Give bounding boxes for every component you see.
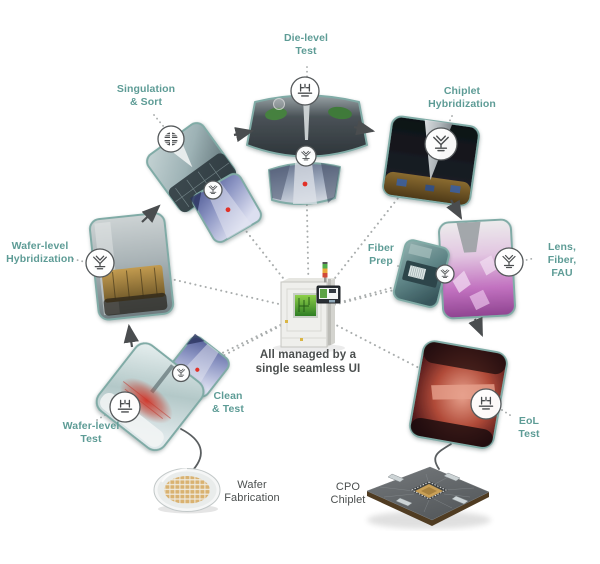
- wafer-to-test-curve: [180, 428, 202, 471]
- probe-tester-icon-eol: [470, 388, 502, 420]
- label-wafer-level-hybridization: Wafer-level Hybridization: [6, 240, 74, 265]
- label-chiplet-hybridization: Chiplet Hybridization: [428, 85, 496, 110]
- image-die-level-test: [246, 94, 368, 158]
- label-die-level-test: Die-level Test: [283, 32, 329, 57]
- bonder-icon-chiplet-hybridization: [424, 127, 458, 161]
- image-die-level-test-secondary: [268, 162, 341, 206]
- bonder-icon-clean-test: [171, 363, 191, 383]
- image-chiplet-hybridization: [382, 115, 480, 207]
- wafer-map-icon: [157, 125, 185, 153]
- probe-tester-icon-die-level: [290, 76, 320, 106]
- wafer-image: [153, 468, 221, 514]
- image-eol-test: [409, 340, 508, 449]
- flow-arrows: [123, 120, 484, 348]
- label-clean-test: Clean & Test: [212, 390, 244, 415]
- bonder-icon-fiber-prep: [435, 264, 455, 284]
- cpo-chiplet-image: [366, 466, 491, 529]
- label-lens-fiber-fau: Lens, Fiber, FAU: [547, 241, 577, 279]
- label-wafer-fabrication: Wafer Fabrication: [224, 479, 280, 504]
- image-wafer-level-hybridization: [88, 212, 175, 321]
- eol-to-chiplet-curve: [434, 443, 452, 470]
- bonder-icon-lens-fiber-fau: [494, 247, 524, 277]
- label-cpo-chiplet: CPO Chiplet: [330, 481, 366, 506]
- label-wafer-level-test: Wafer-level Test: [62, 420, 120, 445]
- label-fiber-prep: Fiber Prep: [367, 242, 395, 267]
- central-machine-image: [273, 262, 345, 353]
- label-connector-dots: [72, 66, 536, 421]
- bonder-icon-singulation-secondary: [203, 180, 223, 200]
- center-caption: All managed by a single seamless UI: [255, 349, 361, 375]
- label-eol-test: EoL Test: [518, 415, 540, 440]
- label-singulation-sort: Singulation & Sort: [116, 83, 176, 108]
- image-fiber-prep: [392, 239, 450, 308]
- bonder-icon-die-level-secondary: [295, 145, 317, 167]
- probe-tester-icon-wafer-level-test: [109, 391, 141, 423]
- bonder-icon-wafer-level-hybridization: [85, 248, 115, 278]
